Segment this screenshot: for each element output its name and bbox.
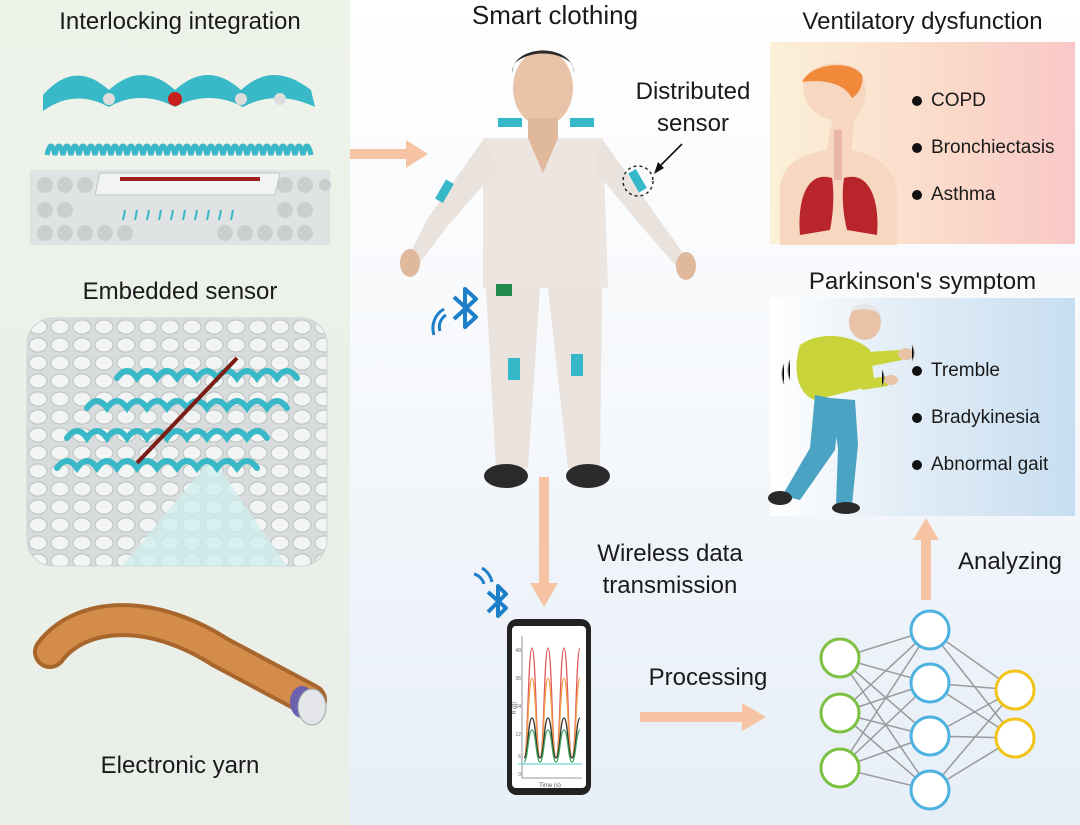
phone-tick: 24 [515, 704, 521, 710]
bullet-dot [912, 143, 922, 153]
bullet-dot [912, 366, 922, 376]
ventilatory-item: Asthma [912, 184, 1055, 206]
parkinson-list: Tremble Bradykinesia Abnormal gait [912, 360, 1048, 501]
phone-bluetooth-icon [473, 566, 508, 618]
ventilatory-title: Ventilatory dysfunction [802, 8, 1043, 35]
arrow-up-analyzing [913, 518, 939, 600]
arrow-to-network [640, 703, 766, 731]
bullet-dot [912, 190, 922, 200]
wireless-line1: Wireless data [597, 540, 743, 567]
bullet-dot [912, 96, 922, 106]
arrow-to-clothing [350, 140, 428, 168]
ventilatory-item: Bronchiectasis [912, 137, 1055, 159]
ventilatory-item-label: Bronchiectasis [931, 137, 1055, 158]
phone-tick: 48 [515, 648, 521, 654]
bluetooth-icon [431, 287, 478, 336]
sensor-pointer-arrow [654, 143, 683, 174]
yarn-title: Electronic yarn [100, 752, 260, 779]
parkinson-item-label: Tremble [931, 360, 1000, 381]
processing-label: Processing [648, 664, 768, 691]
distributed-sensor-line2: sensor [656, 110, 730, 137]
parkinson-item: Bradykinesia [912, 407, 1048, 429]
parkinson-item: Abnormal gait [912, 454, 1048, 476]
neural-network [819, 609, 1036, 811]
elderly-figure [768, 303, 915, 514]
ventilatory-item-label: Asthma [931, 184, 996, 205]
analyzing-label: Analyzing [957, 548, 1063, 575]
arrow-down-transmission [530, 477, 558, 607]
ventilatory-item-label: COPD [931, 90, 986, 111]
parkinson-item-label: Abnormal gait [931, 454, 1049, 475]
electronic-yarn-illustration [33, 603, 327, 726]
wireless-line2: transmission [602, 572, 738, 599]
distributed-sensor-label: Distributed sensor [618, 76, 768, 140]
phone-tick: 6 [518, 754, 521, 760]
parkinson-item: Tremble [912, 360, 1048, 382]
wireless-label: Wireless data transmission [565, 538, 775, 602]
ventilatory-item: COPD [912, 90, 1055, 112]
bullet-dot [912, 413, 922, 423]
phone-tick: 36 [515, 676, 521, 682]
distributed-sensor-line1: Distributed [635, 78, 751, 105]
parkinson-item-label: Bradykinesia [931, 407, 1040, 428]
embedded-title: Embedded sensor [82, 278, 278, 305]
phone-x-axis-label: Time (s) [539, 783, 561, 789]
parkinson-title: Parkinson's symptom [808, 268, 1037, 295]
lungs-illustration [780, 63, 897, 246]
embedded-sensor-illustration [26, 317, 328, 567]
smartphone: Time (s) R (Ω) 48 36 24 12 6 0 [507, 619, 591, 795]
interlocking-illustration [30, 75, 331, 245]
phone-y-axis-label: R (Ω) [512, 702, 518, 714]
smart-clothing-title: Smart clothing [471, 0, 639, 30]
ventilatory-list: COPD Bronchiectasis Asthma [912, 90, 1055, 231]
phone-tick: 12 [515, 732, 521, 738]
interlocking-title: Interlocking integration [59, 8, 301, 35]
bullet-dot [912, 460, 922, 470]
smart-clothing-figure [400, 50, 696, 488]
phone-tick: 0 [518, 772, 521, 778]
